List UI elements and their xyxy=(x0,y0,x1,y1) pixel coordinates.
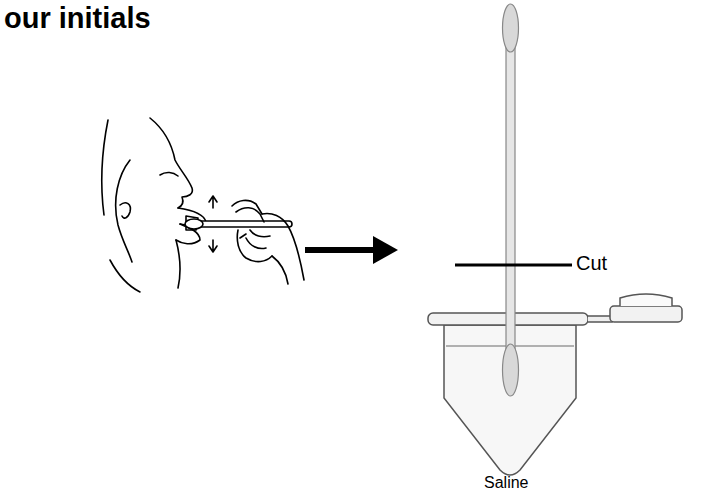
cut-label: Cut xyxy=(574,252,609,275)
flow-arrow xyxy=(305,236,398,264)
cut-line xyxy=(455,264,572,267)
tube-drawing xyxy=(428,294,682,475)
hand-drawing xyxy=(185,196,304,284)
swab-drawing xyxy=(503,4,519,396)
saline-label: Saline xyxy=(484,474,528,492)
page-title: our initials xyxy=(4,2,151,35)
face-drawing xyxy=(102,118,206,292)
